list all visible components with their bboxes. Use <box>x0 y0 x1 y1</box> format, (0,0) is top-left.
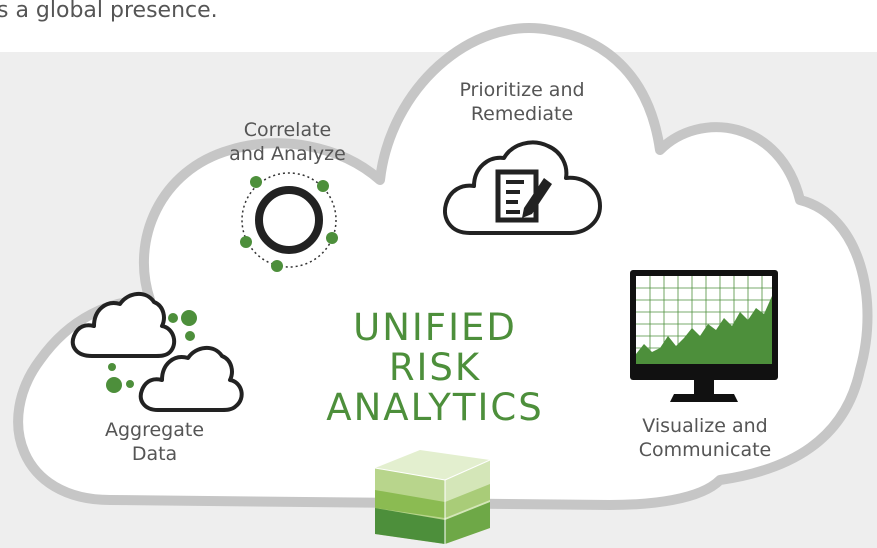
clouds-icon <box>70 292 244 412</box>
visualize-line1: Visualize and <box>642 415 768 437</box>
correlate-line1: Correlate <box>243 119 332 141</box>
prioritize-line2: Remediate <box>470 103 574 125</box>
prioritize-label: Prioritize and Remediate <box>432 78 612 126</box>
visualize-line2: Communicate <box>638 439 772 461</box>
data-cube-icon <box>374 450 491 544</box>
intro-text: s a global presence. <box>0 0 218 23</box>
rings-icon <box>240 172 338 272</box>
title-line1: UNIFIED <box>353 306 517 349</box>
monitor-chart-icon <box>630 270 778 402</box>
visualize-label: Visualize and Communicate <box>620 414 790 462</box>
unified-risk-analytics-title: UNIFIED RISK ANALYTICS <box>300 308 570 428</box>
aggregate-label: Aggregate Data <box>82 418 227 466</box>
correlate-line2: and Analyze <box>229 143 346 165</box>
title-line2: RISK <box>388 346 482 389</box>
prioritize-line1: Prioritize and <box>459 79 585 101</box>
correlate-label: Correlate and Analyze <box>200 118 375 166</box>
aggregate-line2: Data <box>131 443 178 465</box>
aggregate-line1: Aggregate <box>104 419 205 441</box>
title-line3: ANALYTICS <box>326 386 544 429</box>
cloud-document-icon <box>443 140 602 235</box>
